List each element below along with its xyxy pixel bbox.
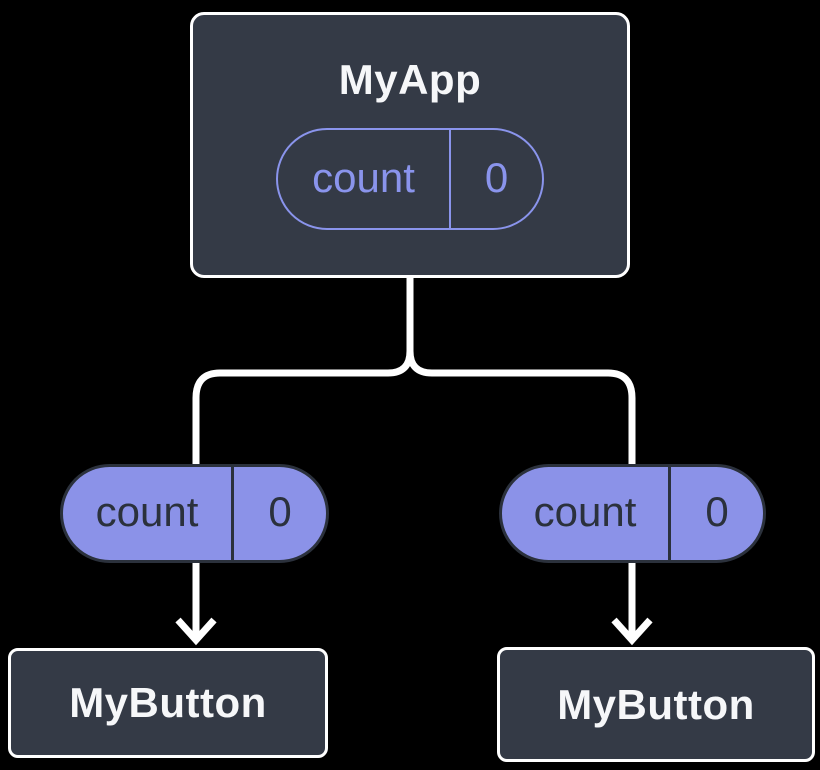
mybutton-title-left: MyButton <box>69 679 267 726</box>
mybutton-node-right: MyButton <box>497 647 815 762</box>
arrowhead-right-icon <box>611 617 653 646</box>
prop-pill-left: count 0 <box>60 464 329 563</box>
prop-pill-right: count 0 <box>499 464 766 563</box>
myapp-state-pill: count 0 <box>276 128 544 230</box>
connector-right-branch <box>406 270 636 637</box>
arrowhead-left-icon <box>175 617 217 646</box>
connector-left-branch <box>192 270 414 637</box>
myapp-title: MyApp <box>338 56 482 103</box>
myapp-node: MyApp <box>190 12 630 278</box>
prop-value-label: 0 <box>668 467 763 560</box>
state-value-label: 0 <box>449 130 542 228</box>
prop-name-label: count <box>95 488 199 535</box>
mybutton-node-left: MyButton <box>8 648 328 758</box>
mybutton-title-right: MyButton <box>557 680 755 728</box>
prop-value-label: 0 <box>231 467 326 560</box>
prop-name-label: count <box>533 488 637 535</box>
state-name-label: count <box>312 153 415 201</box>
